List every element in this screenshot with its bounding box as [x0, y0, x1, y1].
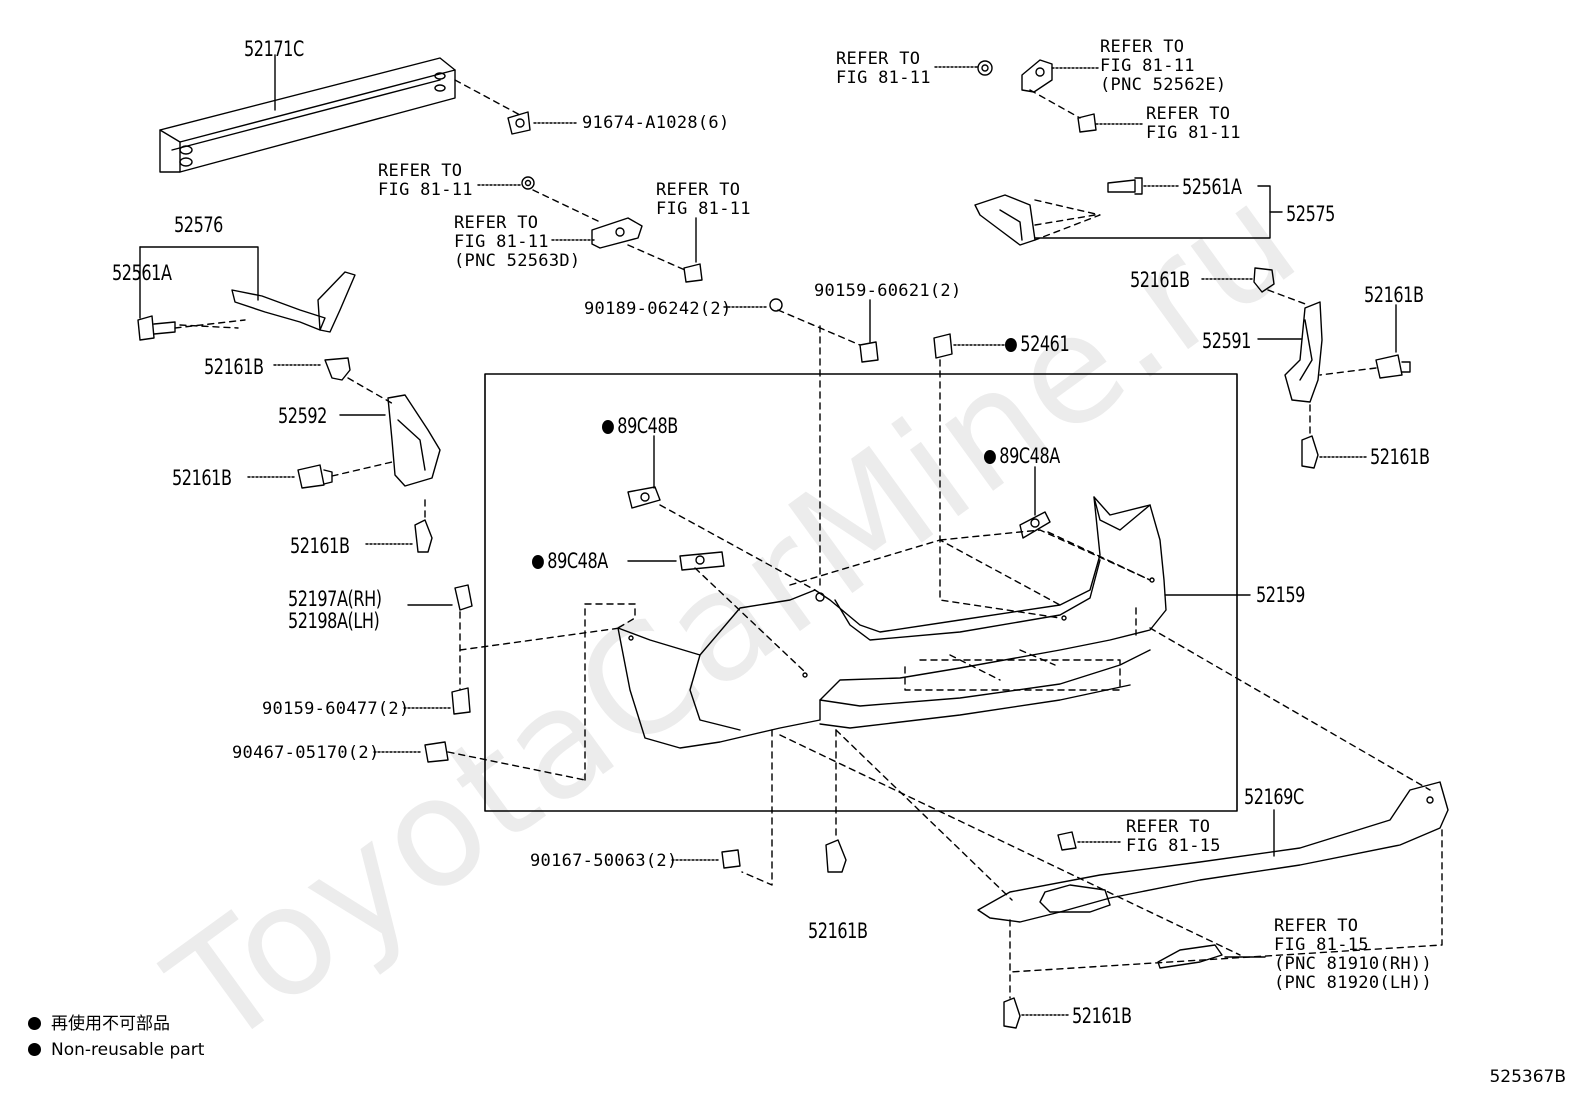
reinforcement-beam [159, 57, 456, 173]
clip-icon [454, 584, 473, 611]
nut-icon [521, 176, 535, 190]
right-side-bracket-icon [1284, 301, 1323, 403]
refer-note: REFER TO FIG 81-11 [836, 49, 931, 88]
left-side-bracket-icon [387, 394, 441, 487]
legend-item-en: Non-reusable part [28, 1040, 204, 1060]
left-upper-bracket-icon [231, 271, 356, 333]
reflector-icon [1157, 944, 1223, 969]
part-52161b-br: 52161B [1072, 1004, 1132, 1028]
bolt-icon [1107, 177, 1143, 195]
part-89c48a-left: 89C48A [532, 550, 608, 572]
part-52591: 52591 [1202, 329, 1251, 353]
refer-note: REFER TO FIG 81-15 (PNC 81910(RH)) (PNC … [1274, 916, 1433, 993]
clip-icon [324, 357, 351, 381]
part-52161b-b: 52161B [172, 466, 232, 490]
clip-icon [1375, 354, 1411, 379]
part-90167: 90167-50063(2) [530, 851, 678, 871]
legend: 再使用不可部品 Non-reusable part [28, 1014, 204, 1060]
part-52561a-right: 52561A [1182, 175, 1242, 199]
retainer-bracket-icon [1021, 59, 1053, 93]
legend-item-jp: 再使用不可部品 [28, 1014, 204, 1034]
refer-note: REFER TO FIG 81-11 [1146, 104, 1241, 143]
bracket-89c48a-icon [679, 551, 725, 571]
part-89c48b: 89C48B [602, 415, 678, 437]
screw-icon [683, 263, 703, 283]
clip-icon [1057, 831, 1077, 851]
clip-icon [825, 839, 847, 873]
nut-icon [977, 60, 993, 76]
part-90189: 90189-06242(2) [584, 299, 732, 319]
retainer-icon [591, 217, 643, 249]
part-52592: 52592 [278, 404, 327, 428]
part-89c48a-right: 89C48A [984, 445, 1060, 467]
screw-icon [1077, 113, 1097, 133]
part-90159-60621: 90159-60621(2) [814, 281, 962, 301]
refer-note: REFER TO FIG 81-11 (PNC 52563D) [454, 213, 581, 271]
part-52161b-c: 52161B [290, 534, 350, 558]
part-52576: 52576 [174, 213, 223, 237]
part-90159-60477: 90159-60477(2) [262, 699, 410, 719]
part-52161b-r2: 52161B [1364, 283, 1424, 307]
refer-note: REFER TO FIG 81-11 [656, 180, 751, 219]
bracket-89c48a-icon [1019, 511, 1051, 539]
clip-icon [1253, 267, 1275, 293]
refer-note: REFER TO FIG 81-15 [1126, 817, 1221, 856]
lower-valance-icon [977, 781, 1449, 969]
nut-icon [769, 298, 783, 312]
bracket-89c48b-icon [627, 486, 661, 509]
clip-icon [1003, 997, 1021, 1029]
part-52169c: 52169C [1244, 785, 1304, 809]
refer-note: REFER TO FIG 81-11 (PNC 52562E) [1100, 37, 1227, 95]
bumper-cover-icon [617, 496, 1167, 749]
refer-note: REFER TO FIG 81-11 [378, 161, 473, 200]
pad-52461-icon [933, 333, 953, 359]
part-52161b-r3: 52161B [1370, 445, 1430, 469]
diagram-code: 525367B [1489, 1067, 1566, 1087]
bolt-icon [137, 315, 176, 341]
clip-icon [297, 464, 333, 489]
part-52198a-lh: 52198A(LH) [288, 609, 380, 633]
clip-icon [414, 519, 433, 553]
clip-icon [1301, 435, 1319, 469]
clip-icon [424, 741, 449, 763]
part-90467: 90467-05170(2) [232, 743, 380, 763]
part-52197a-rh: 52197A(RH) [288, 587, 382, 611]
clip-icon [721, 849, 741, 869]
part-52575: 52575 [1286, 202, 1335, 226]
screw-icon [451, 687, 471, 715]
part-52561a-left: 52561A [112, 261, 172, 285]
part-52461: 52461 [1005, 333, 1069, 355]
side-bracket-icon [974, 194, 1036, 246]
bolt-icon [507, 111, 531, 135]
bumper-group-box [484, 373, 1238, 812]
part-52161b-a: 52161B [204, 355, 264, 379]
part-52161b-r1: 52161B [1130, 268, 1190, 292]
screw-icon [859, 341, 879, 363]
part-52161b-bottom: 52161B [808, 919, 868, 943]
part-91674: 91674-A1028(6) [582, 113, 730, 133]
part-52171c: 52171C [244, 37, 304, 61]
part-52159: 52159 [1256, 583, 1305, 607]
